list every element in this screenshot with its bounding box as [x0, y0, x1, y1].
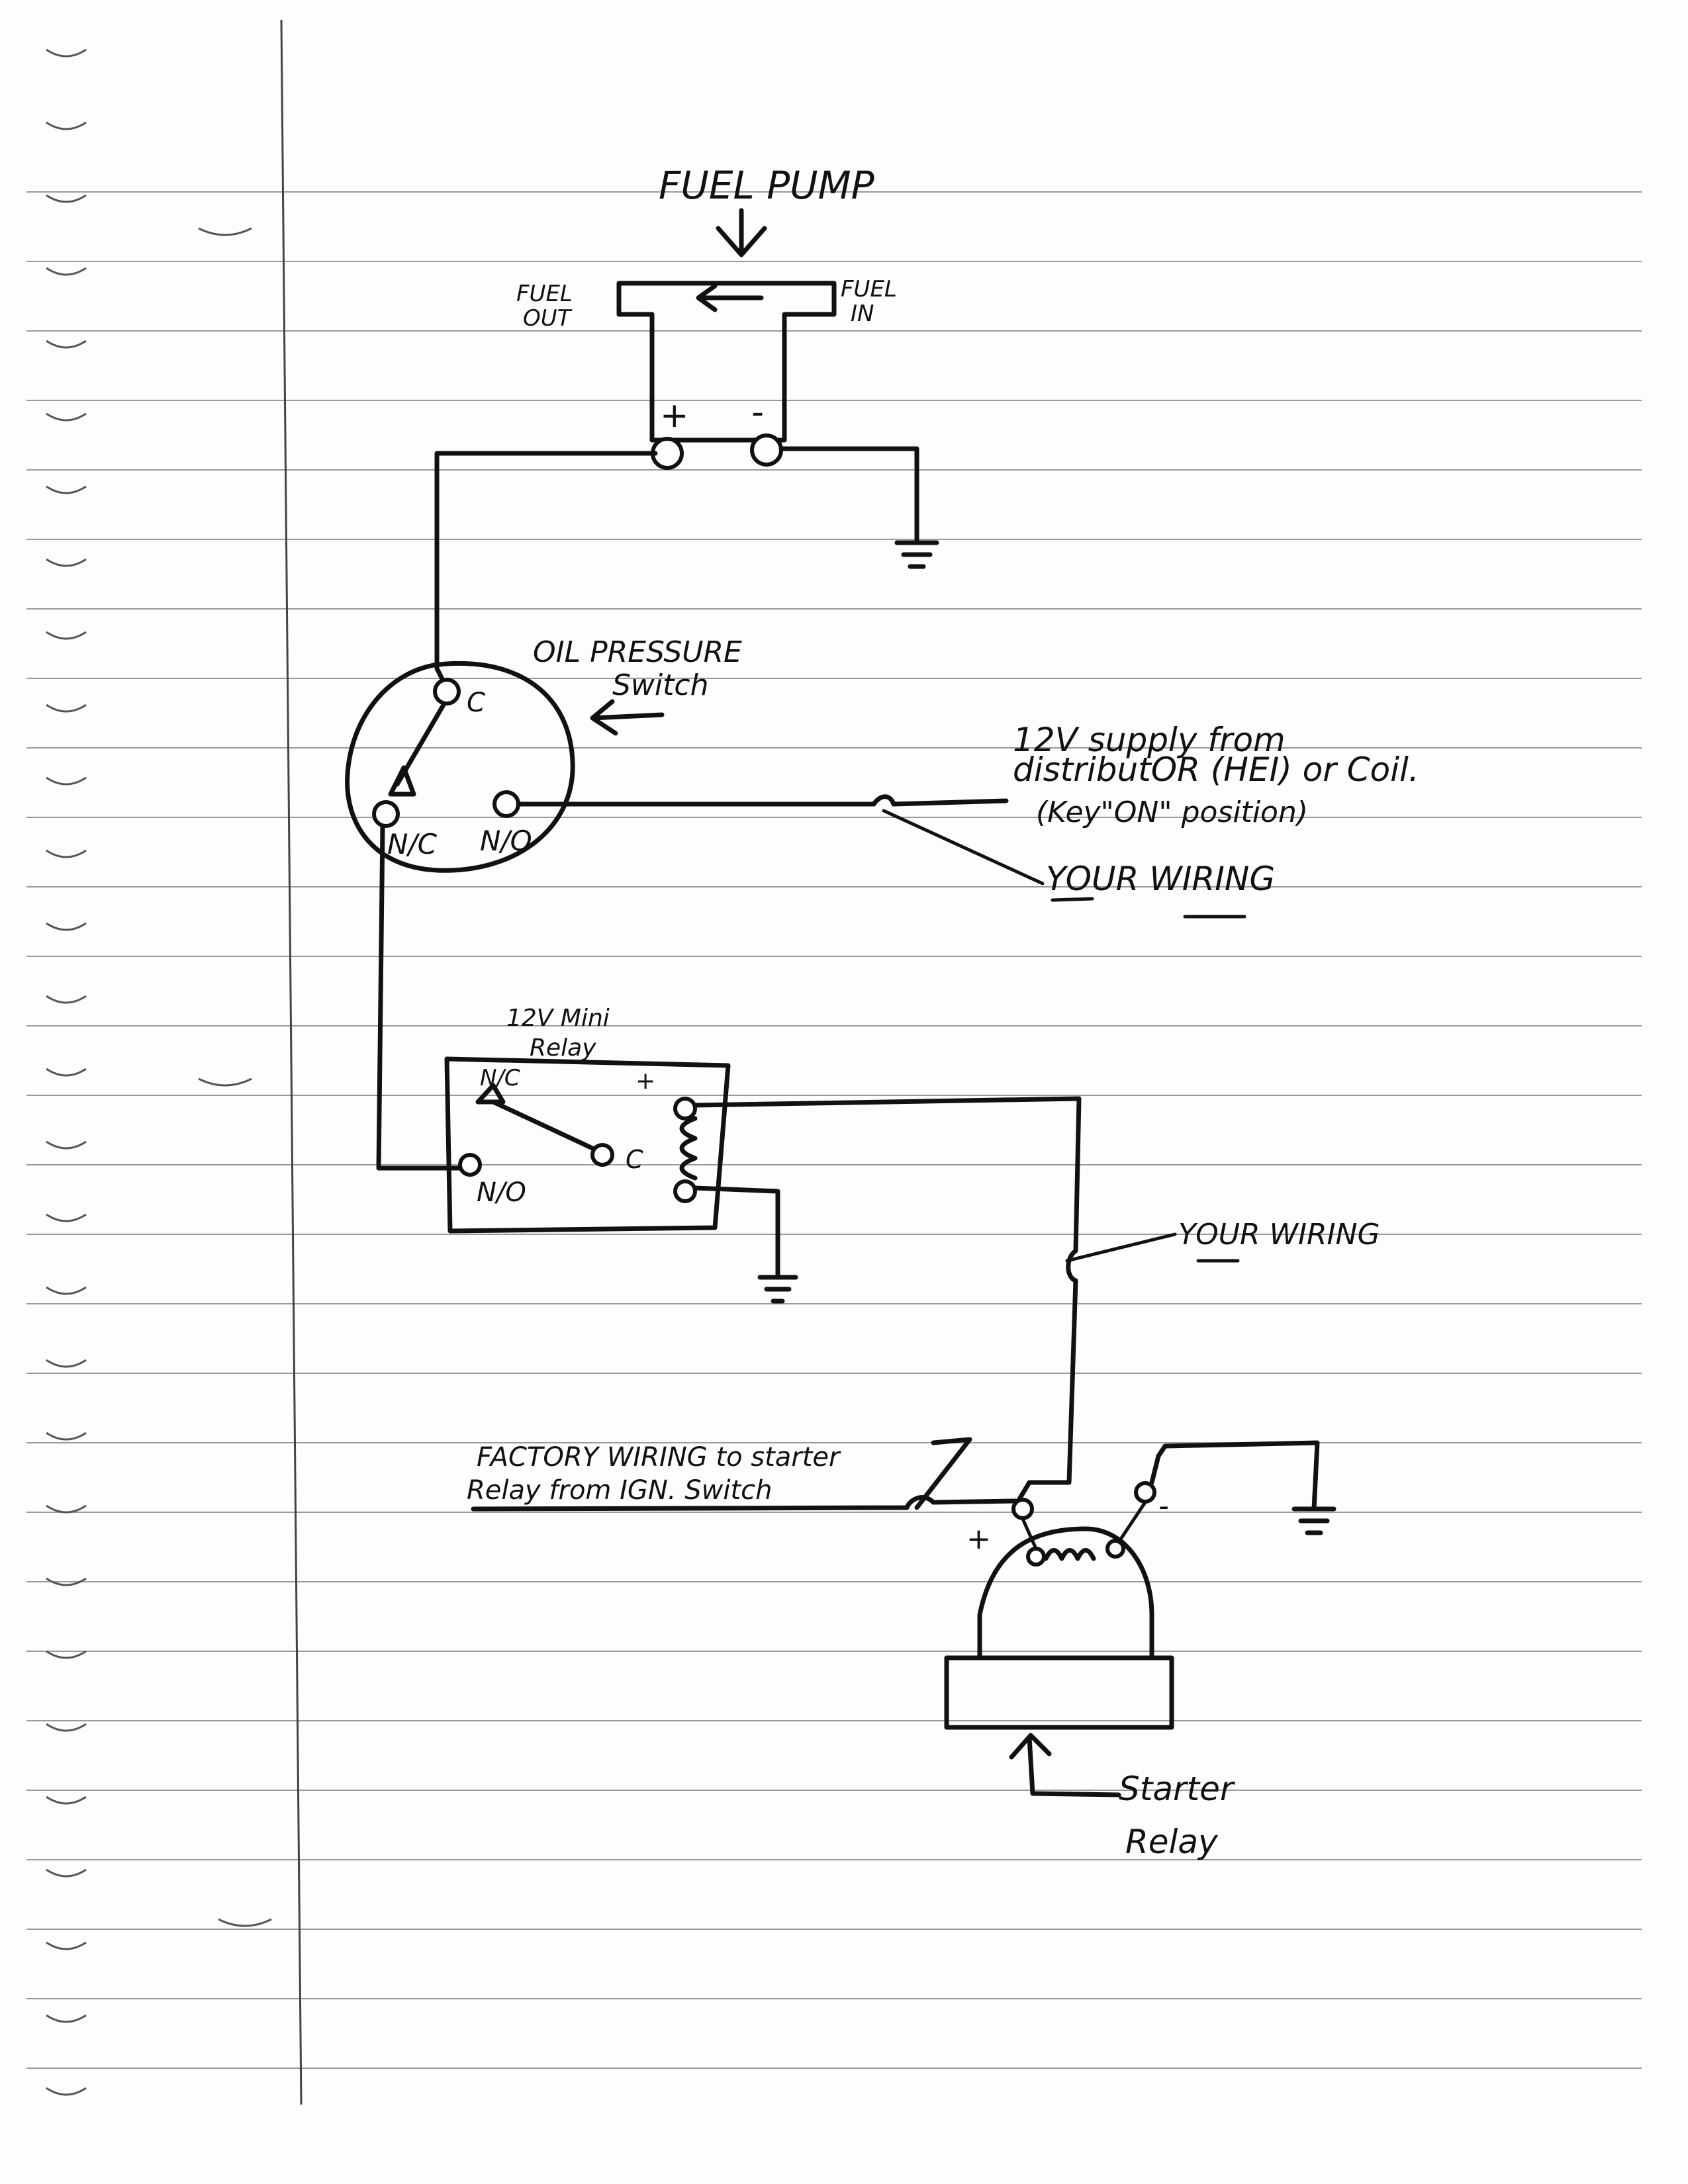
starter-relay-dome: [977, 1526, 1154, 1661]
starter-plus-label: +: [966, 1522, 991, 1556]
factory-wiring-break: [914, 1437, 972, 1510]
your-wiring-underline-1: [1051, 897, 1246, 919]
relay-plus-label: +: [635, 1068, 655, 1095]
starter-relay-coil: [1043, 1548, 1096, 1561]
margin-line: [280, 19, 303, 2105]
relay-no-terminal: [458, 1153, 482, 1177]
supply-wire: [516, 794, 1009, 807]
supply-label-line-3: (Key"ON" position): [1036, 796, 1308, 829]
starter-relay-pointer-arrow: [1009, 1733, 1121, 1797]
oil-pressure-switch-label: OIL PRESSURE: [533, 635, 742, 669]
fuel-out-label-2: OUT: [523, 305, 573, 332]
relay-c-terminal: [590, 1143, 614, 1167]
oil-switch-c-terminal: [433, 678, 461, 705]
fuel-in-label: FUEL: [841, 276, 897, 302]
relay-no-label: N/O: [477, 1177, 526, 1208]
relay-coil-negative-terminal: [673, 1179, 697, 1203]
starter-ground-wire: [1149, 1440, 1320, 1512]
starter-positive-terminal: [1011, 1498, 1034, 1520]
pump-minus-label: -: [751, 392, 764, 432]
relay-c-label: C: [626, 1145, 643, 1174]
relay-coil: [679, 1116, 698, 1181]
factory-wiring-wire: [471, 1495, 1019, 1512]
binding-holes: [46, 48, 272, 2096]
your-wiring-label-2: YOUR WIRING: [1178, 1218, 1380, 1251]
ruled-lines: [26, 191, 1642, 2069]
starter-coil-left-terminal: [1026, 1547, 1046, 1567]
starter-relay-base: [944, 1655, 1174, 1730]
ground-symbol: [894, 540, 939, 569]
oil-switch-c-label: C: [467, 688, 485, 718]
starter-negative-terminal: [1134, 1481, 1156, 1504]
oil-switch-no-terminal: [492, 790, 520, 818]
oil-switch-nc-label: N/C: [387, 828, 438, 860]
relay-ground-symbol: [757, 1275, 798, 1304]
pump-negative-terminal: [750, 433, 783, 467]
oil-pressure-switch: C N/C N/O: [345, 660, 575, 873]
fuel-in-label-2: IN: [851, 300, 874, 327]
supply-label-line-1: 12V supply from: [1013, 721, 1286, 759]
fuel-pump: + -: [616, 281, 837, 470]
oil-nc-to-relay-wire: [376, 825, 469, 1171]
relay-ground-wire: [692, 1185, 780, 1280]
pump-plus-label: +: [660, 396, 689, 435]
relay-to-starter-wire: [692, 1096, 1082, 1502]
oil-switch-pointer-arrow: [590, 699, 665, 736]
supply-label-line-2: distributOR (HEI) or Coil.: [1013, 751, 1419, 789]
relay-nc-contact: [475, 1083, 506, 1105]
starter-ground-symbol: [1291, 1506, 1336, 1535]
mini-relay-label-2: Relay: [530, 1034, 596, 1062]
starter-minus-label: -: [1158, 1489, 1169, 1523]
pump-ground-wire: [778, 446, 919, 545]
relay-nc-label: N/C: [480, 1065, 520, 1091]
oil-switch-nc-terminal: [372, 800, 400, 828]
oil-pressure-switch-label-2: Switch: [612, 668, 708, 702]
relay-contact-arm: [491, 1099, 595, 1151]
oil-switch-contact-tip: [388, 765, 416, 797]
your-wiring-label-1: YOUR WIRING: [1046, 860, 1275, 898]
your-wiring-pointer-1: [882, 809, 1045, 886]
starter-coil-right-terminal: [1105, 1539, 1125, 1559]
mini-relay: N/C C N/O +: [444, 1056, 731, 1234]
factory-wiring-label: FACTORY WIRING to starter: [477, 1442, 841, 1473]
fuel-pump-title: FUEL PUMP: [659, 163, 874, 208]
oil-switch-no-label: N/O: [480, 825, 532, 857]
factory-wiring-label-2: Relay from IGN. Switch: [467, 1475, 772, 1506]
starter-relay: + -: [944, 1481, 1174, 1730]
fuel-pump-pointer-arrow: [716, 208, 767, 257]
pump-to-oil-switch-wire: [434, 451, 658, 691]
relay-coil-positive-terminal: [673, 1097, 697, 1120]
starter-relay-label: Starter: [1119, 1770, 1236, 1808]
fuel-flow-arrow: [696, 283, 764, 312]
mini-relay-label: 12V Mini: [506, 1005, 610, 1032]
starter-relay-label-2: Relay: [1125, 1823, 1219, 1861]
fuel-out-label: FUEL: [516, 281, 573, 307]
your-wiring-pointer-2: [1065, 1232, 1177, 1263]
